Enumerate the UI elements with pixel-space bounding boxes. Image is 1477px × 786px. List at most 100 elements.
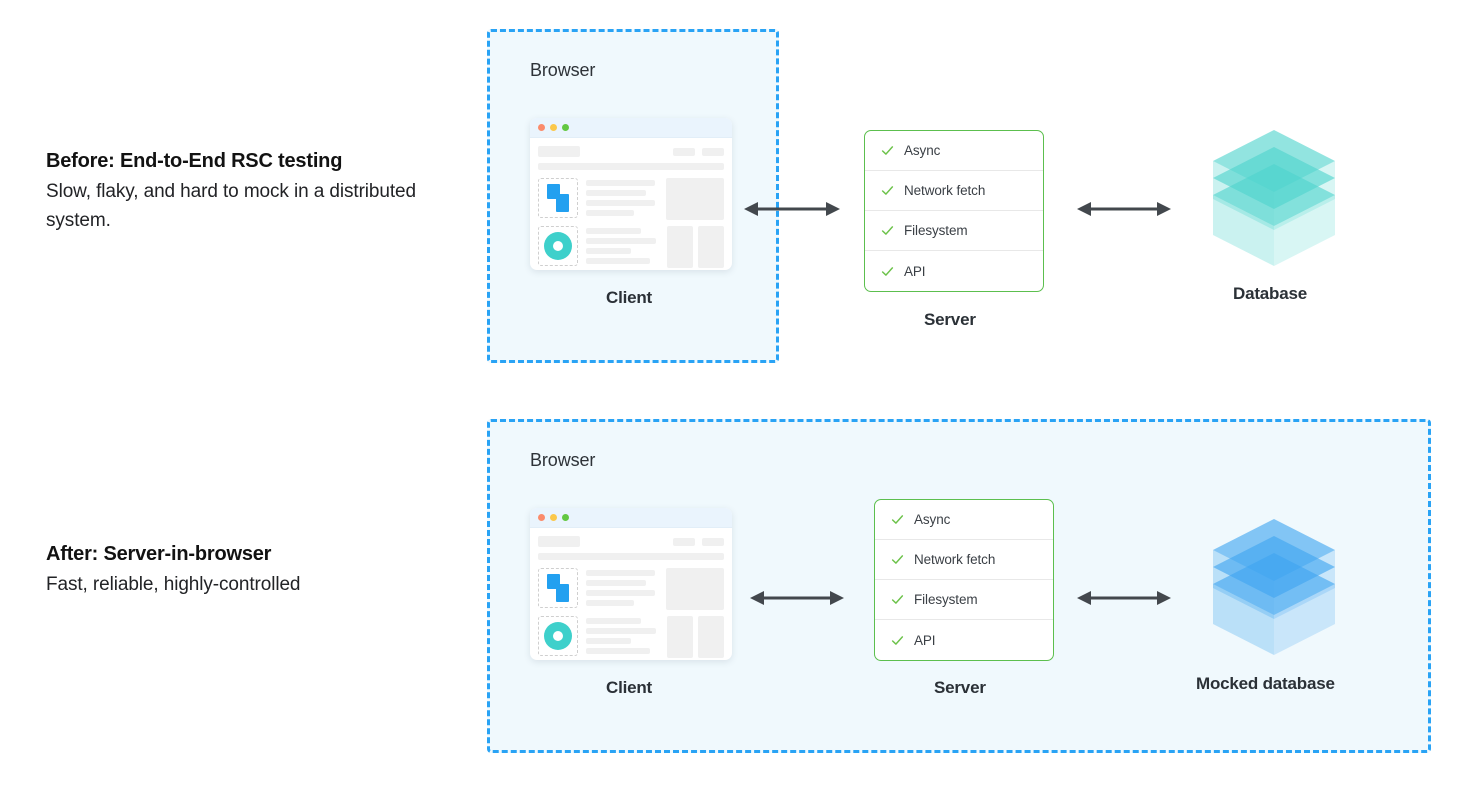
placeholder-bar	[586, 200, 656, 206]
server-capability-item: API	[875, 620, 1053, 660]
window-dot-yellow-icon	[550, 514, 557, 521]
arrow-server-database-bottom	[1077, 591, 1171, 605]
browser-mock-titlebar	[530, 508, 732, 528]
server-capability-label: API	[914, 632, 936, 648]
placeholder-bar	[673, 537, 695, 546]
browser-mock-header-row	[538, 146, 724, 157]
window-dot-yellow-icon	[550, 124, 557, 131]
placeholder-bar	[673, 147, 695, 156]
database-cube-top-icon	[1213, 130, 1335, 266]
thumbnail-slot	[538, 568, 578, 608]
client-label-top: Client	[606, 288, 653, 307]
window-dot-green-icon	[562, 514, 569, 521]
placeholder-bar	[538, 146, 580, 157]
media-placeholder-block	[667, 226, 693, 268]
thumbnail-slot	[538, 178, 578, 218]
placeholder-bar	[538, 536, 580, 547]
placeholder-bar	[538, 553, 724, 560]
check-icon	[881, 146, 894, 155]
browser-mock-body	[530, 528, 732, 658]
database-cube-bottom-icon	[1213, 519, 1335, 655]
placeholder-bar	[586, 210, 634, 216]
media-placeholder-block	[698, 616, 724, 658]
window-dot-red-icon	[538, 124, 545, 131]
media-placeholder-block	[698, 226, 724, 268]
media-placeholder-group	[667, 226, 724, 268]
browser-mock-body	[530, 138, 732, 268]
placeholder-bar	[586, 228, 642, 234]
arrow-server-database-top	[1077, 202, 1171, 216]
placeholder-bar	[538, 163, 724, 170]
media-placeholder-group	[667, 616, 724, 658]
server-capability-item: API	[865, 251, 1043, 291]
database-label-top: Database	[1233, 284, 1307, 303]
placeholder-bar	[586, 190, 647, 196]
placeholder-bar	[586, 580, 647, 586]
zigzag-icon	[547, 574, 569, 602]
placeholder-bar	[586, 648, 651, 654]
thumbnail-slot	[538, 226, 578, 266]
check-icon	[881, 186, 894, 195]
server-capability-label: Filesystem	[904, 223, 968, 238]
window-dot-green-icon	[562, 124, 569, 131]
caption-before-subtitle: Slow, flaky, and hard to mock in a distr…	[46, 181, 416, 231]
check-icon	[891, 515, 904, 524]
caption-after-subtitle: Fast, reliable, highly-controlled	[46, 574, 301, 595]
media-placeholder-block	[667, 616, 693, 658]
database-label-bottom: Mocked database	[1196, 674, 1335, 693]
placeholder-bar	[586, 638, 632, 644]
browser-mock-content-row	[538, 178, 724, 220]
placeholder-bar	[586, 570, 656, 576]
caption-after: After: Server-in-browser Fast, reliable,…	[46, 541, 446, 599]
server-capability-item: Filesystem	[865, 211, 1043, 251]
browser-mock-titlebar	[530, 118, 732, 138]
server-capability-label: Async	[904, 143, 941, 158]
server-capability-item: Filesystem	[875, 580, 1053, 620]
placeholder-bar	[586, 590, 656, 596]
placeholder-bar	[586, 628, 657, 634]
text-placeholder-lines	[586, 178, 658, 220]
check-icon	[881, 266, 894, 276]
server-box-bottom: Async Network fetch Filesystem API	[874, 499, 1054, 661]
server-capability-item: Network fetch	[865, 171, 1043, 211]
check-icon	[891, 555, 904, 564]
placeholder-bar	[586, 258, 651, 264]
server-capability-label: Async	[914, 512, 951, 527]
server-capability-label: API	[904, 263, 926, 279]
server-capability-item: Async	[875, 500, 1053, 540]
caption-before: Before: End-to-End RSC testing Slow, fla…	[46, 148, 446, 235]
check-icon	[891, 595, 904, 604]
arrow-client-server-top	[744, 202, 840, 216]
server-capability-item: Network fetch	[875, 540, 1053, 580]
caption-before-title: Before: End-to-End RSC testing	[46, 150, 343, 172]
donut-icon	[544, 232, 572, 260]
placeholder-bar	[586, 180, 656, 186]
arrow-client-server-bottom	[750, 591, 844, 605]
browser-mock-content-row	[538, 568, 724, 610]
placeholder-bar	[586, 238, 657, 244]
server-label-top: Server	[924, 310, 976, 329]
text-placeholder-lines	[586, 616, 659, 658]
browser-panel-top-label: Browser	[530, 60, 596, 80]
check-icon	[881, 226, 894, 235]
donut-icon	[544, 622, 572, 650]
zigzag-icon	[547, 184, 569, 212]
placeholder-bar	[586, 248, 632, 254]
browser-panel-bottom-label: Browser	[530, 450, 596, 470]
text-placeholder-lines	[586, 226, 659, 268]
client-browser-mock-top	[530, 118, 732, 270]
check-icon	[891, 635, 904, 645]
server-label-bottom: Server	[934, 678, 986, 697]
text-placeholder-lines	[586, 568, 658, 610]
media-placeholder-block	[666, 568, 724, 610]
window-dot-red-icon	[538, 514, 545, 521]
server-capability-label: Filesystem	[914, 592, 978, 607]
browser-mock-content-row	[538, 226, 724, 268]
server-capability-label: Network fetch	[914, 552, 996, 567]
placeholder-bar	[702, 147, 724, 156]
placeholder-bar	[586, 600, 634, 606]
placeholder-bar	[586, 618, 642, 624]
placeholder-bar	[702, 537, 724, 546]
server-capability-label: Network fetch	[904, 183, 986, 198]
